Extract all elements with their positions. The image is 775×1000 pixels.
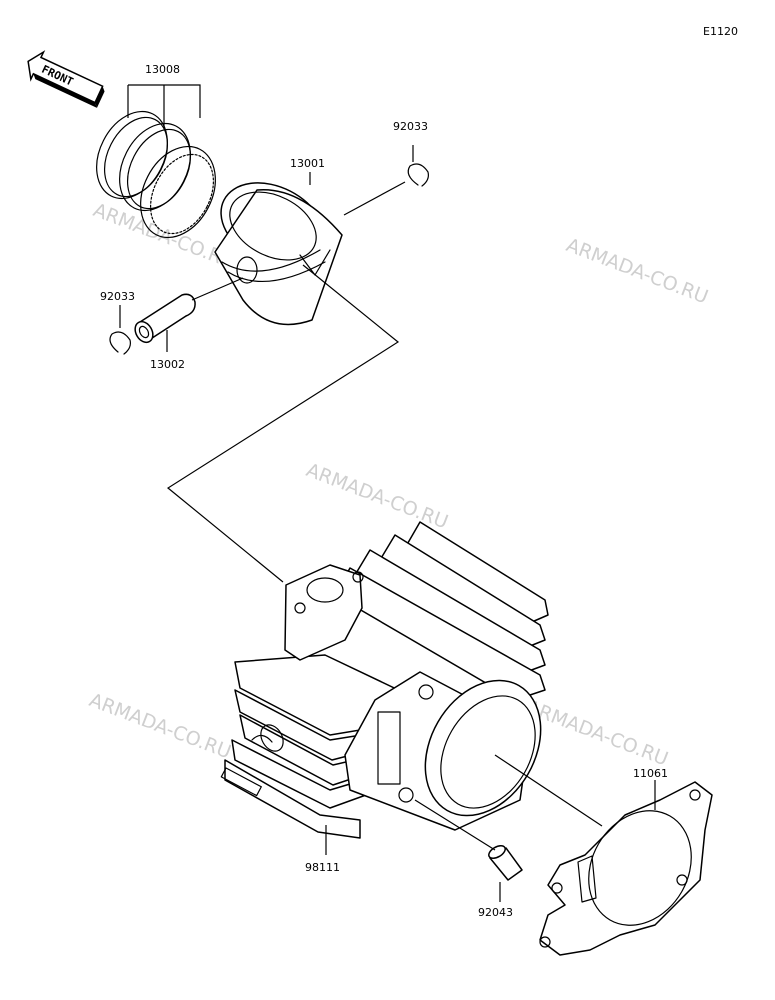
cylinder: 98111 bbox=[220, 521, 549, 874]
circlip-left: 92033 bbox=[100, 290, 135, 355]
part-label-cylinder: 98111 bbox=[305, 861, 340, 874]
part-label-rings: 13008 bbox=[145, 63, 180, 76]
part-label-gasket: 11061 bbox=[633, 767, 668, 780]
circlip-right: 92033 bbox=[343, 120, 429, 216]
part-label-piston: 13001 bbox=[290, 157, 325, 170]
part-label-circlip-right: 92033 bbox=[393, 120, 428, 133]
diagram-code: E1120 bbox=[703, 25, 738, 38]
watermark-4: ARMADA-CO.RU bbox=[86, 689, 234, 763]
watermark-3: ARMADA-CO.RU bbox=[303, 459, 451, 533]
piston: 13001 bbox=[214, 157, 343, 326]
gasket: 11061 bbox=[494, 754, 713, 956]
watermark-1: ARMADA-CO.RU bbox=[90, 199, 238, 273]
part-label-pin: 13002 bbox=[150, 358, 185, 371]
piston-pin: 13002 bbox=[134, 277, 244, 371]
watermark-5: ARMADA-CO.RU bbox=[523, 696, 671, 770]
piston-rings: 13008 bbox=[96, 63, 216, 239]
front-arrow-icon: FRONT bbox=[27, 50, 105, 108]
part-label-dowel: 92043 bbox=[478, 906, 513, 919]
part-label-circlip-left: 92033 bbox=[100, 290, 135, 303]
dowel: 92043 bbox=[414, 799, 523, 919]
watermark-2: ARMADA-CO.RU bbox=[563, 234, 711, 308]
piston-cylinder-leader bbox=[166, 264, 400, 583]
